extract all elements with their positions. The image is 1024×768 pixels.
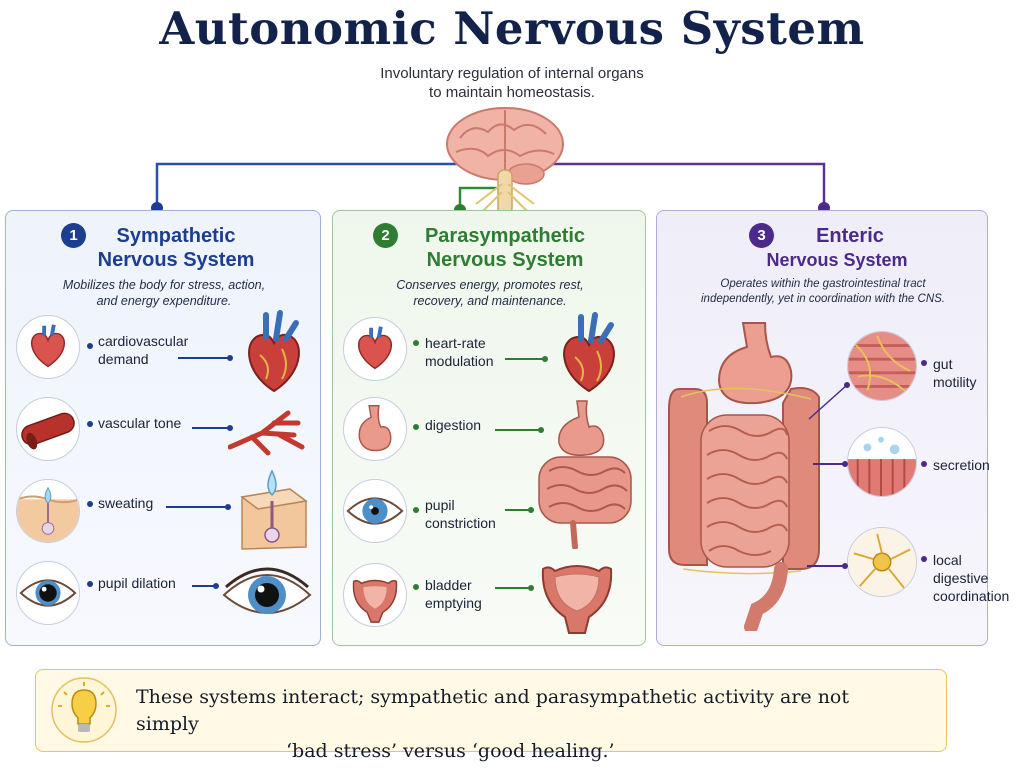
- bullet: [921, 461, 927, 467]
- leader-line: [192, 583, 219, 589]
- panel-description: Mobilizes the body for stress, action, a…: [62, 278, 266, 308]
- gastrointestinal-tract-illustration: [668, 322, 820, 631]
- dilated-eye-icon: [16, 561, 80, 625]
- leader-line: [813, 461, 848, 467]
- constricted-eye-icon: [343, 479, 407, 543]
- bladder-icon: [343, 563, 407, 627]
- leader-line: [178, 355, 233, 361]
- bullet: [921, 360, 927, 366]
- muscle-fiber-icon: [847, 331, 917, 401]
- heart-icon: [16, 315, 80, 379]
- item-label-cardiovascular-demand: cardiovascular demand: [98, 333, 189, 367]
- panel-description: Conserves energy, promotes rest, recover…: [396, 278, 584, 308]
- vessel-branch-illustration: [228, 410, 305, 456]
- bullet: [413, 424, 419, 430]
- leader-line: [495, 585, 534, 591]
- panel-number-badge: 2: [373, 223, 398, 248]
- brain-icon: [446, 107, 564, 215]
- panel-heading: Enteric Nervous System: [766, 225, 908, 270]
- panel-heading: Parasympathetic Nervous System: [424, 225, 586, 271]
- panel-number-badge: 3: [749, 223, 774, 248]
- leader-line: [192, 425, 233, 431]
- leader-line: [166, 504, 231, 510]
- bullet: [87, 421, 93, 427]
- item-label-bladder-emptying: bladder emptying: [425, 577, 482, 611]
- leader-line: [808, 382, 850, 420]
- heart-icon: [343, 317, 407, 381]
- panel-number-badge: 1: [61, 223, 86, 248]
- page-subtitle: Involuntary regulation of internal organ…: [380, 65, 644, 101]
- secretory-cells-icon: [847, 427, 917, 497]
- item-label-gut-motility: gut motility: [933, 356, 977, 390]
- item-label-secretion: secretion: [933, 457, 990, 473]
- item-label-heart-rate-modulation: heart-rate modulation: [425, 335, 494, 369]
- panel-sympathetic: 1 Sympathetic Nervous System Mobilizes t…: [5, 210, 321, 646]
- panel-parasympathetic: 2 Parasympathetic Nervous System Conserv…: [332, 210, 646, 646]
- leader-line: [505, 507, 534, 513]
- heart-illustration: [248, 310, 300, 393]
- item-label-digestion: digestion: [425, 417, 482, 433]
- sweat-gland-icon: [16, 479, 80, 543]
- leader-line: [495, 427, 544, 433]
- bullet: [413, 584, 419, 590]
- item-label-local-digestive-coordination: local digestive coordination: [933, 552, 1010, 604]
- bullet: [413, 340, 419, 346]
- eye-illustration: [222, 567, 312, 614]
- blood-vessel-icon: [16, 397, 80, 461]
- item-label-pupil-dilation: pupil dilation: [98, 575, 176, 591]
- bullet: [87, 501, 93, 507]
- heart-illustration: [563, 312, 615, 393]
- leader-line: [807, 563, 848, 569]
- key-insight-note: These systems interact; sympathetic and …: [35, 669, 947, 762]
- item-label-pupil-constriction: pupil constriction: [425, 497, 496, 531]
- neuron-icon: [847, 527, 917, 597]
- item-label-vascular-tone: vascular tone: [98, 415, 182, 431]
- panel-description: Operates within the gastrointestinal tra…: [701, 278, 945, 305]
- skin-section-illustration: [240, 469, 308, 550]
- bullet: [413, 507, 419, 513]
- bullet: [87, 581, 93, 587]
- panel-heading: Sympathetic Nervous System: [97, 225, 255, 271]
- page-title: Autonomic Nervous System: [159, 2, 865, 55]
- item-label-sweating: sweating: [98, 495, 154, 511]
- bladder-illustration: [541, 565, 613, 634]
- stomach-icon: [343, 397, 407, 461]
- lightbulb-icon: [51, 677, 117, 743]
- digestive-tract-illustration: [538, 400, 632, 549]
- note-text: These systems interact; sympathetic and …: [136, 686, 850, 762]
- panel-enteric: 3 Enteric Nervous System Operates within…: [656, 210, 1009, 646]
- bullet: [87, 343, 93, 349]
- bullet: [921, 556, 927, 562]
- leader-line: [505, 356, 548, 362]
